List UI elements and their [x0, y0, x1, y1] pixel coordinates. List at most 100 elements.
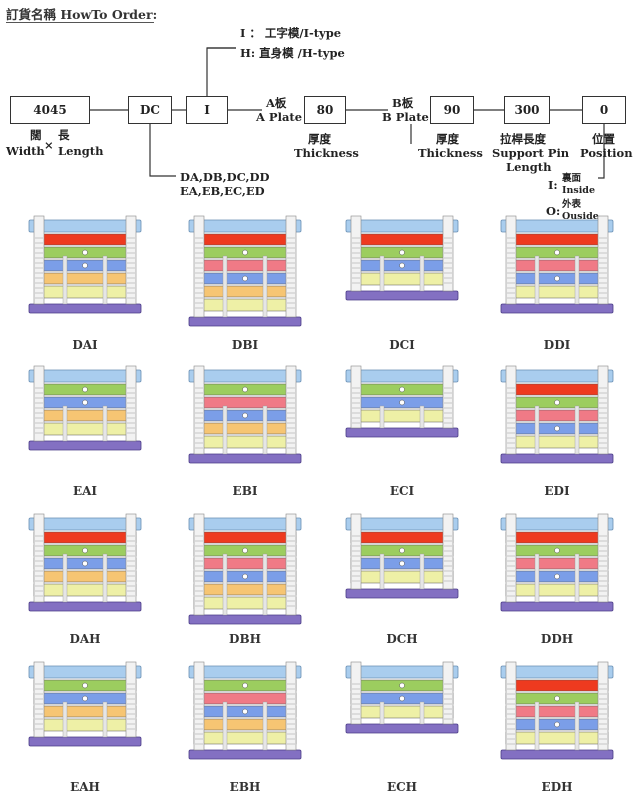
bottom-clamp-plate: [28, 303, 142, 314]
red-plate: [34, 233, 136, 246]
top-clamp-plate: [345, 517, 459, 531]
yellow-plate: [36, 285, 134, 299]
support-pin: [222, 553, 228, 616]
bushing-mark: [399, 386, 405, 393]
order-connector-lines: [90, 47, 605, 179]
bottom-clamp-plate: [188, 614, 302, 625]
mold-caption: DDI: [543, 338, 571, 352]
outside-en: Ouside: [562, 211, 599, 222]
mold-caption: EBH: [229, 780, 261, 794]
bushing-mark: [82, 249, 88, 256]
orange-plate: [196, 422, 294, 435]
bushing-mark: [554, 573, 560, 580]
support-pin: [379, 553, 385, 590]
support-pin: [262, 701, 268, 751]
top-clamp-plate: [188, 219, 302, 233]
red-plate: [194, 233, 296, 246]
guide-pillar: [442, 365, 454, 429]
pink-plate: [193, 557, 297, 570]
bushing-mark: [82, 399, 88, 406]
mold-diagram-dai: [28, 215, 142, 314]
bushing-mark: [554, 399, 560, 406]
bottom-clamp-plate: [500, 601, 614, 612]
inside-code: I:: [548, 178, 558, 192]
bushing-mark: [82, 695, 88, 702]
guide-pillar: [33, 513, 45, 603]
support-pin: [574, 553, 580, 603]
bushing-mark: [82, 547, 88, 554]
guide-pillar: [285, 661, 297, 751]
series-options-e: EA,EB,EC,ED: [180, 184, 265, 198]
support-pin: [62, 255, 68, 305]
pink-plate: [505, 557, 609, 570]
a-thickness-cn: 厚度: [308, 132, 331, 146]
length-cn-label: 長: [58, 128, 70, 142]
mold-caption: DAH: [69, 632, 101, 646]
a-thickness-en: Thickness: [294, 146, 359, 160]
b-plate-cn-label: B板: [392, 96, 414, 110]
bushing-mark: [82, 386, 88, 393]
yellow-plate: [193, 596, 297, 610]
width-label: Width: [6, 144, 45, 158]
support-pin: [102, 553, 108, 603]
bushing-mark: [554, 695, 560, 702]
mold-diagram-dbh: [188, 513, 302, 625]
support-pin: [62, 701, 68, 738]
a-plate-cn-label: A板: [266, 96, 287, 110]
title-underline: [6, 22, 154, 23]
pink-plate: [196, 259, 294, 272]
yellow-plate: [196, 298, 294, 312]
top-clamp-plate: [188, 369, 302, 383]
support-pin-box: 300: [504, 96, 550, 124]
support-pin: [574, 405, 580, 455]
guide-pillar: [597, 365, 609, 455]
bushing-mark: [399, 249, 405, 256]
length-label: Length: [58, 144, 104, 158]
outside-code: O:: [546, 204, 561, 218]
bottom-clamp-plate: [345, 427, 459, 438]
position-en: Position: [580, 146, 633, 160]
yellow-plate: [508, 285, 606, 299]
page-title: 訂貨名稱 HowTo Order:: [6, 7, 158, 22]
mold-diagram-ech: [345, 661, 459, 734]
mold-diagram-ddh: [500, 513, 614, 612]
bushing-mark: [242, 249, 248, 256]
guide-pillar: [33, 661, 45, 738]
bottom-clamp-plate: [345, 723, 459, 734]
yellow-plate: [33, 718, 137, 732]
b-plate-en-label: B Plate: [382, 110, 429, 124]
mold-caption: EAI: [72, 484, 98, 498]
bottom-clamp-plate: [28, 440, 142, 451]
mold-diagram-dch: [345, 513, 459, 599]
support-pin: [102, 255, 108, 305]
bushing-mark: [399, 560, 405, 567]
guide-pillar: [597, 215, 609, 305]
top-clamp-plate: [188, 665, 302, 679]
red-plate: [505, 531, 609, 544]
top-clamp-plate: [500, 665, 614, 679]
mold-diagram-eai: [28, 365, 142, 451]
mold-diagram-eci: [345, 365, 459, 438]
support-pin-en: Support Pin: [492, 146, 570, 160]
guide-pillar: [505, 661, 517, 751]
support-pin-cn: 拉桿長度: [500, 132, 546, 146]
guide-pillar: [193, 365, 205, 455]
red-plate: [506, 383, 608, 396]
guide-pillar: [285, 365, 297, 455]
yellow-plate: [193, 731, 297, 745]
b-plate-box: 90: [430, 96, 474, 124]
guide-pillar: [285, 513, 297, 616]
guide-pillar: [505, 365, 517, 455]
mold-diagram-edi: [500, 365, 614, 464]
bushing-mark: [82, 262, 88, 269]
pink-plate: [193, 692, 297, 705]
top-clamp-plate: [345, 665, 459, 679]
mold-diagram-ebh: [188, 661, 302, 760]
a-plate-en-label: A Plate: [256, 110, 303, 124]
orange-plate: [33, 705, 137, 718]
orange-plate: [36, 272, 134, 285]
support-pin: [222, 405, 228, 455]
bushing-mark: [399, 547, 405, 554]
bottom-clamp-plate: [188, 453, 302, 464]
support-pin: [379, 255, 385, 292]
